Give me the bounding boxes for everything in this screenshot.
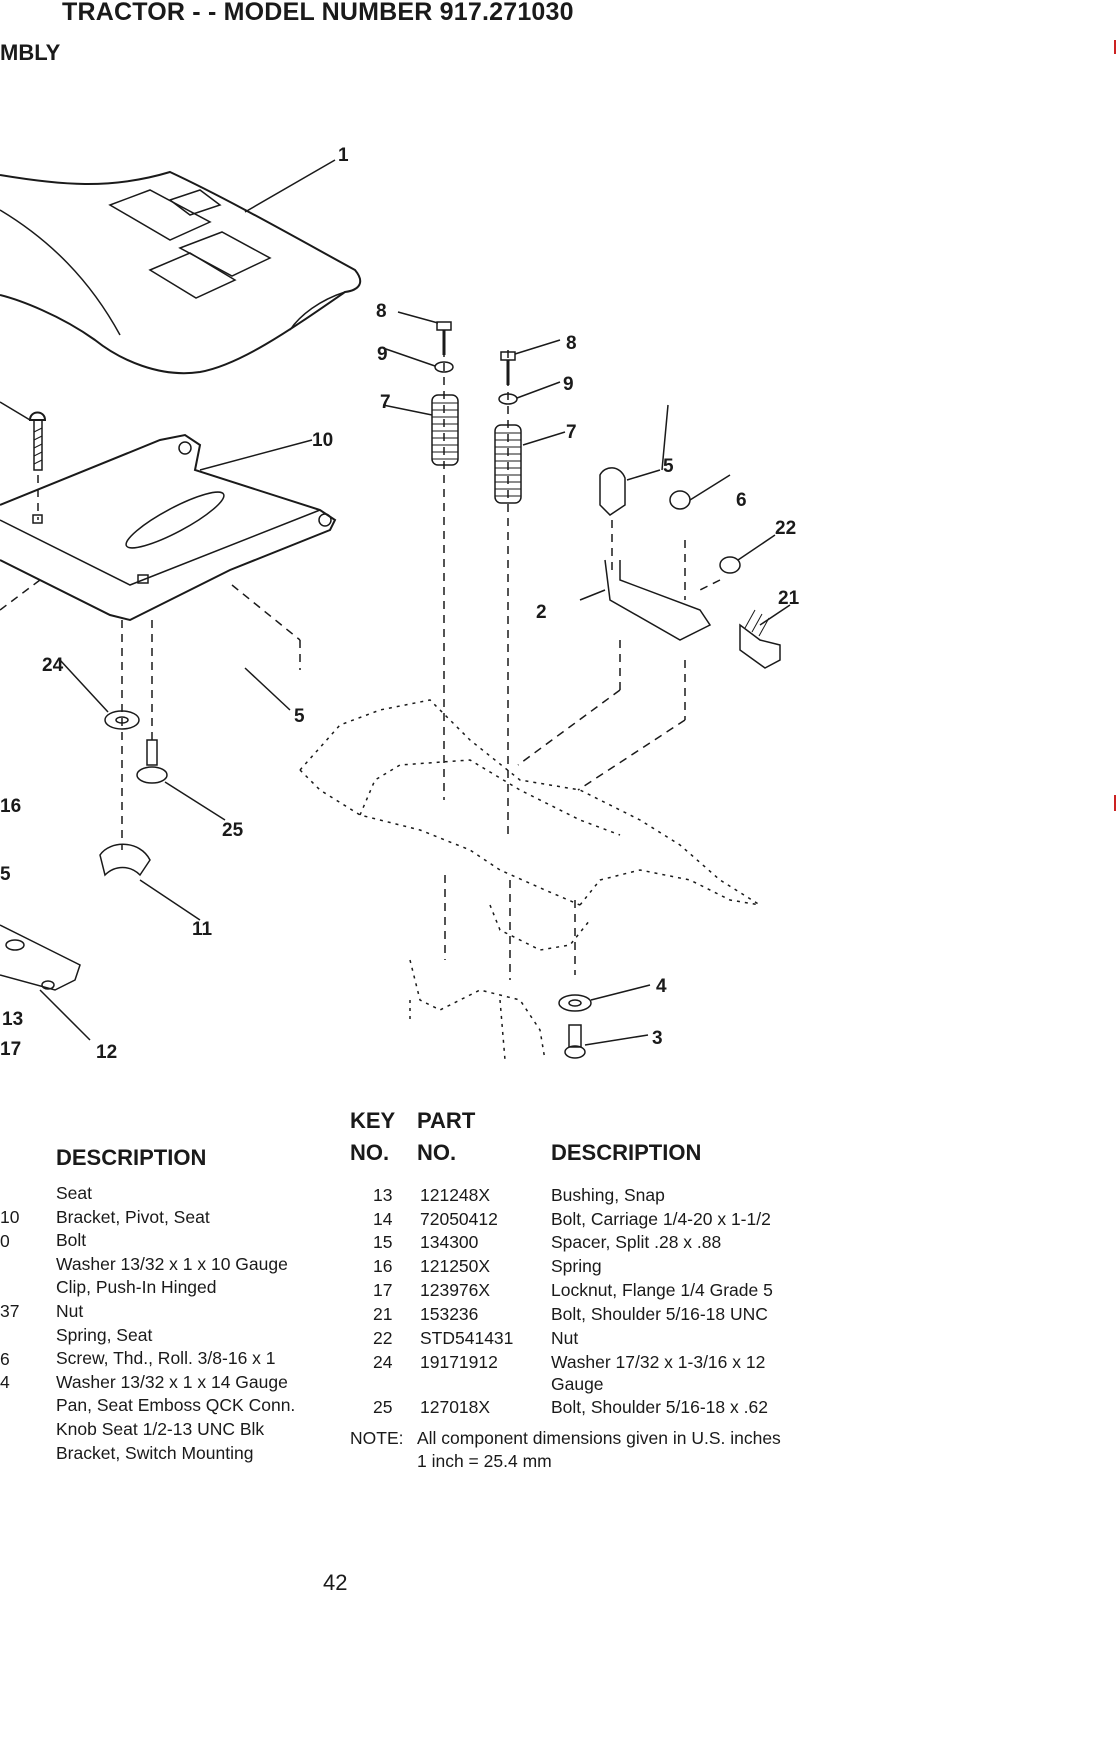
exploded-parts-diagram: 1 8 9 8 9 7 7 10 5 6 22 2 21 24 5 16 25 … (0, 145, 800, 1063)
part-no: 72050412 (420, 1209, 498, 1229)
part-no: 153236 (420, 1304, 479, 1324)
callout-8a: 8 (376, 301, 387, 322)
part-no: 123976X (420, 1280, 491, 1300)
springs-drawing (382, 311, 566, 504)
key-no: 22 (373, 1328, 393, 1348)
part-description: Washer 17/32 x 1-3/16 x 12 (551, 1352, 766, 1372)
partial-part-no: 4 (0, 1372, 10, 1393)
left-description-list: Seat Bracket, Pivot, Seat Bolt Washer 13… (56, 1182, 295, 1465)
list-item: Clip, Push-In Hinged (56, 1277, 217, 1298)
callout-15: 5 (0, 864, 11, 885)
key-no: 24 (373, 1352, 393, 1372)
partial-part-no: 0 (0, 1230, 10, 1251)
callout-9a: 9 (377, 344, 388, 365)
callout-3: 3 (652, 1028, 663, 1049)
list-item: Pan, Seat Emboss QCK Conn. (56, 1395, 296, 1416)
callout-16: 16 (0, 796, 21, 817)
part-header-1: PART (417, 1108, 476, 1133)
lower-hardware-drawing (0, 659, 226, 1041)
key-no: 17 (373, 1280, 393, 1300)
partial-part-no: 6 (0, 1348, 10, 1369)
part-description: Bolt, Shoulder 5/16-18 UNC (551, 1304, 768, 1324)
assembly-guide-lines (0, 335, 721, 980)
key-no: 15 (373, 1232, 393, 1252)
list-item: Spring, Seat (56, 1324, 153, 1345)
seat-drawing (0, 170, 362, 375)
scan-edge-mark (1114, 40, 1116, 54)
seat-pan-drawing (0, 433, 337, 622)
part-description: Locknut, Flange 1/4 Grade 5 (551, 1280, 773, 1300)
callout-17: 17 (0, 1039, 21, 1060)
list-item: Bracket, Pivot, Seat (56, 1206, 210, 1227)
chassis-outline (299, 699, 761, 1061)
part-no: 134300 (420, 1232, 479, 1252)
callout-7a: 7 (380, 392, 391, 413)
callout-24: 24 (42, 655, 64, 676)
part-no: 121250X (420, 1256, 491, 1276)
callout-22: 22 (775, 518, 796, 539)
note-text-line-2: 1 inch = 25.4 mm (417, 1451, 552, 1471)
list-item: Washer 13/32 x 1 x 10 Gauge (56, 1253, 288, 1274)
section-subtitle: MBLY (0, 40, 61, 65)
part-no: STD541431 (420, 1328, 514, 1348)
left-description-header: DESCRIPTION (56, 1145, 207, 1170)
part-no: 127018X (420, 1397, 491, 1417)
callout-9b: 9 (563, 374, 574, 395)
partial-part-no: 10 (0, 1207, 20, 1227)
leader-lines (199, 159, 336, 711)
carriage-bolt-drawing (0, 401, 47, 471)
page-title: TRACTOR - - MODEL NUMBER 917.271030 (62, 0, 574, 26)
callout-4: 4 (656, 976, 667, 997)
part-description: Nut (551, 1328, 579, 1348)
scan-edge-mark (1114, 795, 1116, 811)
callout-12: 12 (96, 1042, 117, 1063)
list-item: Seat (56, 1183, 92, 1203)
part-description: Spring (551, 1256, 602, 1276)
callout-5b: 5 (294, 706, 305, 727)
part-description-continued: Gauge (551, 1374, 604, 1394)
callout-25: 25 (222, 820, 244, 841)
callout-11: 11 (192, 919, 213, 940)
bottom-hardware-drawing (558, 984, 651, 1059)
part-no: 19171912 (420, 1352, 498, 1372)
callout-13: 13 (2, 1009, 23, 1030)
callout-5a: 5 (663, 456, 674, 477)
list-item: Screw, Thd., Roll. 3/8-16 x 1 (56, 1348, 276, 1369)
key-header-1: KEY (350, 1108, 396, 1133)
note-text-line-1: All component dimensions given in U.S. i… (417, 1428, 781, 1448)
switch-hardware-drawing (579, 404, 791, 669)
part-header-2: NO. (417, 1140, 457, 1165)
callout-6: 6 (736, 490, 747, 511)
list-item: Nut (56, 1300, 84, 1321)
callout-8b: 8 (566, 333, 577, 354)
key-no: 25 (373, 1397, 393, 1417)
part-description: Bolt, Shoulder 5/16-18 x .62 (551, 1397, 768, 1417)
part-no: 121248X (420, 1185, 491, 1205)
list-item: Bolt (56, 1230, 87, 1251)
callout-2: 2 (536, 602, 547, 623)
page-number: 42 (323, 1570, 348, 1595)
part-description: Spacer, Split .28 x .88 (551, 1232, 722, 1252)
list-item: Bracket, Switch Mounting (56, 1442, 254, 1463)
callout-21: 21 (778, 588, 800, 609)
key-no: 21 (373, 1304, 393, 1324)
list-item: Knob Seat 1/2-13 UNC Blk (56, 1418, 265, 1439)
partial-part-no: 37 (0, 1301, 20, 1322)
key-header-2: NO. (350, 1140, 390, 1165)
key-no: 16 (373, 1256, 393, 1276)
callout-1: 1 (338, 145, 349, 166)
note-label: NOTE: (350, 1428, 404, 1448)
part-description: Bolt, Carriage 1/4-20 x 1-1/2 (551, 1209, 771, 1229)
callout-10: 10 (312, 430, 333, 451)
right-description-header: DESCRIPTION (551, 1140, 702, 1165)
key-no: 14 (373, 1209, 393, 1229)
part-description: Bushing, Snap (551, 1185, 665, 1205)
callout-7b: 7 (566, 422, 577, 443)
list-item: Washer 13/32 x 1 x 14 Gauge (56, 1371, 288, 1392)
key-no: 13 (373, 1185, 393, 1205)
